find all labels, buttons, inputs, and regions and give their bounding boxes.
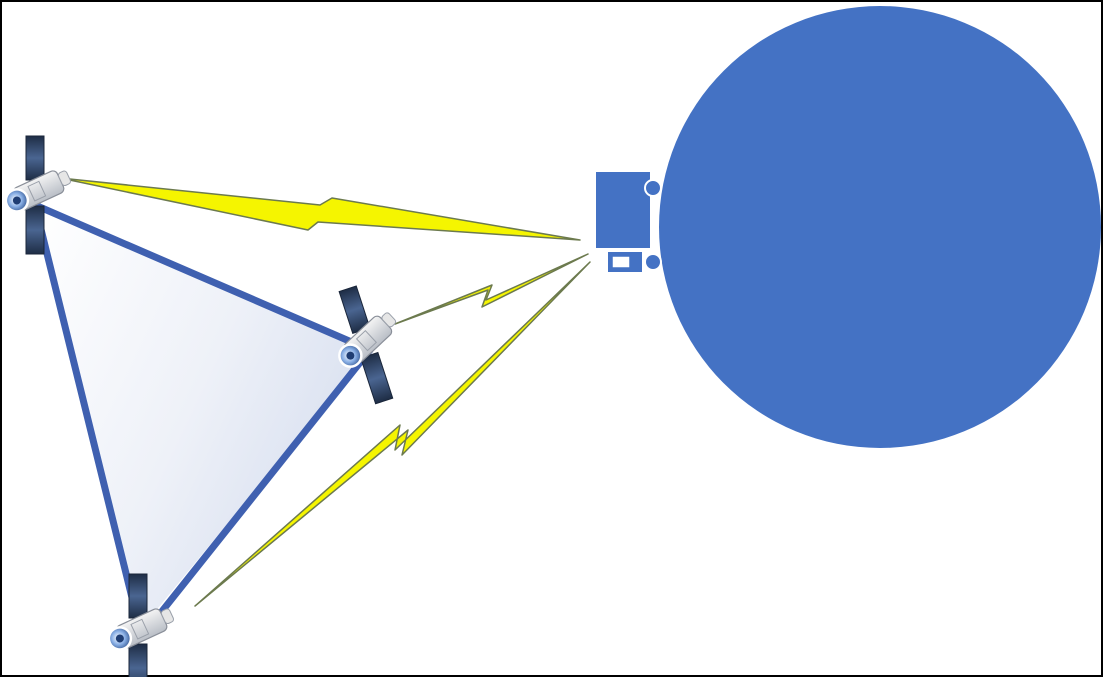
earth-circle (659, 6, 1101, 448)
lightning-bolt-icon (395, 254, 588, 324)
receiver-icon (596, 172, 661, 273)
lightning-bolt-icon (60, 178, 580, 240)
